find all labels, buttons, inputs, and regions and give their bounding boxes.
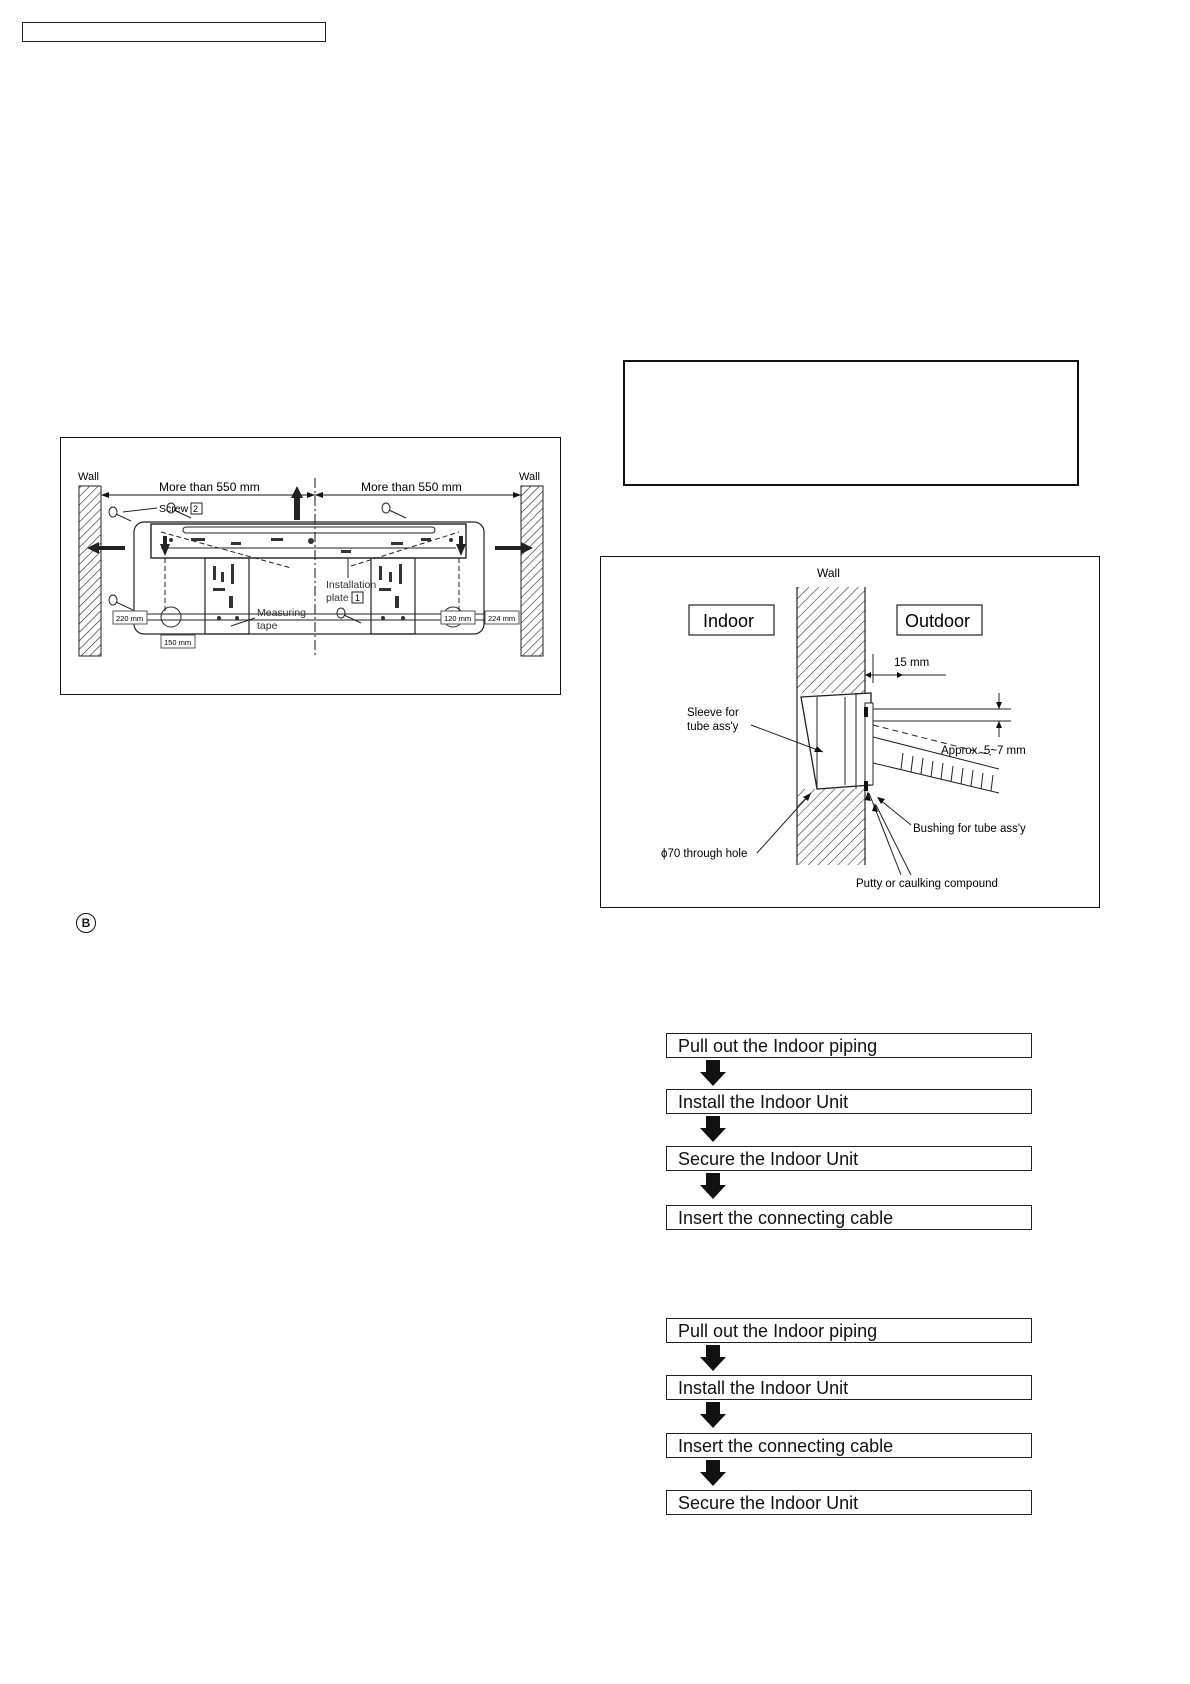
- sleeve-label-line2: tube ass'y: [687, 721, 739, 733]
- bushing-label: Bushing for tube ass'y: [913, 823, 1026, 835]
- pipe-hatching: [900, 752, 994, 792]
- sleeve: [800, 692, 872, 790]
- down-arrow-icon: [700, 1402, 726, 1428]
- arrow-down-left: [160, 536, 170, 556]
- down-arrow-icon: [700, 1173, 726, 1199]
- marker-b: B: [76, 913, 96, 933]
- header-box: [22, 22, 326, 42]
- arrow-right: [495, 542, 533, 554]
- flow-b-step-2: Install the Indoor Unit: [666, 1375, 1032, 1400]
- installation-plate-drawing: Wall Wall More than 550 mm More than 550…: [78, 471, 544, 658]
- down-arrow-icon: [700, 1116, 726, 1142]
- measuring-tape: [140, 613, 487, 621]
- dim-220: 220 mm: [116, 614, 143, 623]
- wall-label: Wall: [817, 566, 840, 580]
- arrow-up: [291, 486, 303, 520]
- sleeve-label-line1: Sleeve for: [687, 707, 739, 719]
- down-arrow-icon: [700, 1460, 726, 1486]
- wall-hole-figure: Wall Indoor Outdoor: [600, 556, 1100, 908]
- left-wall: [78, 485, 102, 657]
- wall-left-label: Wall: [78, 471, 99, 483]
- outdoor-label: Outdoor: [905, 611, 970, 631]
- plate-top-bar: [150, 523, 467, 559]
- dim-150: 150 mm: [164, 638, 191, 647]
- tape-label-line2: tape: [257, 620, 278, 632]
- down-arrow-icon: [700, 1345, 726, 1371]
- plate-left-leg: [204, 557, 250, 635]
- indoor-label: Indoor: [703, 611, 754, 631]
- plate-label-line1: Installation: [326, 579, 376, 591]
- screw-number: 2: [193, 504, 198, 514]
- wall-hole-drawing: Wall Indoor Outdoor: [661, 566, 1026, 890]
- approx-label: Approx. 5~7 mm: [941, 745, 1026, 757]
- flow-b-step-3: Insert the connecting cable: [666, 1433, 1032, 1458]
- arrow-left: [87, 542, 125, 554]
- flow-b-step-4: Secure the Indoor Unit: [666, 1490, 1032, 1515]
- flow-a-step-3: Secure the Indoor Unit: [666, 1146, 1032, 1171]
- flow-a-step-4: Insert the connecting cable: [666, 1205, 1032, 1230]
- wall-right-label: Wall: [519, 471, 540, 483]
- flow-a-step-1: Pull out the Indoor piping: [666, 1033, 1032, 1058]
- note-box: [623, 360, 1079, 486]
- unit-outline: [133, 521, 485, 635]
- installation-plate-figure: Wall Wall More than 550 mm More than 550…: [60, 437, 561, 695]
- dim-15-label: 15 mm: [894, 657, 929, 669]
- screw-icons: [108, 502, 407, 624]
- flow-a-step-2: Install the Indoor Unit: [666, 1089, 1032, 1114]
- wall-section-top: [797, 587, 865, 693]
- through-hole-label: ϕ70 through hole: [661, 848, 747, 860]
- down-arrow-icon: [700, 1060, 726, 1086]
- dim-left-label: More than 550 mm: [159, 480, 260, 494]
- dim-224: 224 mm: [488, 614, 515, 623]
- right-wall: [520, 485, 544, 657]
- plate-number: 1: [355, 593, 360, 603]
- dim-right-label: More than 550 mm: [361, 480, 462, 494]
- plate-label-line2: plate: [326, 592, 349, 604]
- arrow-down-right: [456, 536, 466, 556]
- screw-label: Screw: [159, 503, 189, 515]
- flow-b-step-1: Pull out the Indoor piping: [666, 1318, 1032, 1343]
- putty-label: Putty or caulking compound: [856, 878, 998, 890]
- wall-section-bottom: [797, 789, 865, 865]
- tape-label-line1: Measuring: [257, 607, 306, 619]
- plate-right-leg: [370, 557, 416, 635]
- dim-120: 120 mm: [444, 614, 471, 623]
